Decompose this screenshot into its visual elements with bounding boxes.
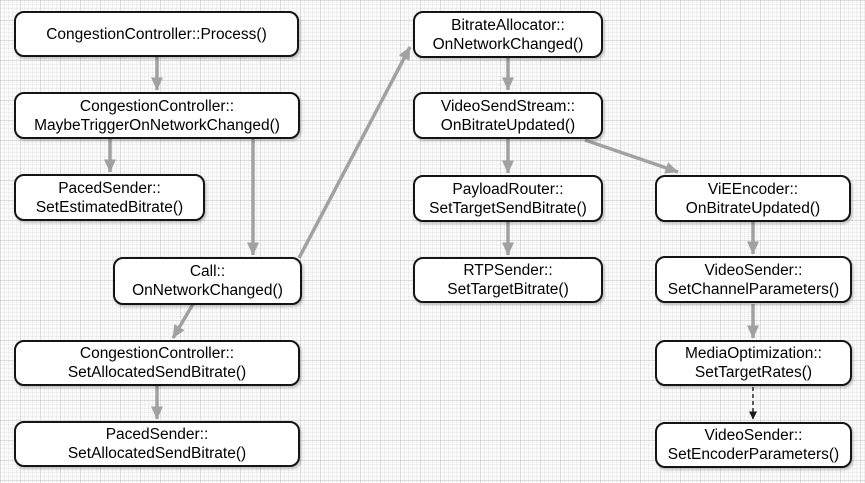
node-vie-encoder-on-bitrate-updated: ViEEncoder:: OnBitrateUpdated() (655, 175, 851, 222)
node-bitrate-allocator-on-network-changed: BitrateAllocator:: OnNetworkChanged() (413, 11, 603, 58)
node-video-sender-set-channel-parameters: VideoSender:: SetChannelParameters() (655, 256, 852, 303)
node-label: RTPSender:: SetTargetBitrate() (447, 262, 569, 298)
node-label: Call:: OnNetworkChanged() (132, 263, 283, 299)
node-video-send-stream-on-bitrate-updated: VideoSendStream:: OnBitrateUpdated() (413, 92, 603, 139)
node-label: PacedSender:: SetAllocatedSendBitrate() (67, 426, 247, 462)
node-label: CongestionController::Process() (46, 25, 267, 43)
edge-call-to-set-allocated-send-bitrate (171, 303, 195, 339)
node-label: PacedSender:: SetEstimatedBitrate() (35, 179, 184, 216)
node-label: PayloadRouter:: SetTargetSendBitrate() (429, 180, 587, 217)
node-label: VideoSendStream:: OnBitrateUpdated() (440, 97, 576, 134)
node-label: VideoSender:: SetChannelParameters() (667, 261, 840, 298)
node-media-optimization-set-target-rates: MediaOptimization:: SetTargetRates() (655, 340, 852, 386)
edge-call-to-bitrate-allocator (297, 46, 412, 259)
node-payload-router-set-target-send-bitrate: PayloadRouter:: SetTargetSendBitrate() (413, 175, 603, 222)
node-paced-sender-set-estimated-bitrate: PacedSender:: SetEstimatedBitrate() (14, 174, 205, 221)
node-label: VideoSender:: SetEncoderParameters() (667, 427, 840, 463)
node-label: BitrateAllocator:: OnNetworkChanged() (432, 16, 584, 53)
node-label: CongestionController:: SetAllocatedSendB… (67, 345, 247, 381)
node-paced-sender-set-allocated-bitrate: PacedSender:: SetAllocatedSendBitrate() (14, 421, 300, 467)
node-label: CongestionController:: MaybeTriggerOnNet… (34, 97, 280, 134)
edge-video-send-stream-to-vie-encoder (584, 138, 679, 174)
node-call-on-network-changed: Call:: OnNetworkChanged() (113, 257, 302, 305)
node-congestion-set-allocated-bitrate: CongestionController:: SetAllocatedSendB… (14, 340, 300, 386)
node-congestion-controller-process: CongestionController::Process() (14, 11, 299, 57)
node-label: ViEEncoder:: OnBitrateUpdated() (685, 180, 821, 217)
node-rtp-sender-set-target-bitrate: RTPSender:: SetTargetBitrate() (413, 257, 603, 303)
node-maybe-trigger-on-network-changed: CongestionController:: MaybeTriggerOnNet… (14, 92, 300, 139)
node-video-sender-set-encoder-parameters: VideoSender:: SetEncoderParameters() (655, 422, 852, 468)
node-label: MediaOptimization:: SetTargetRates() (685, 345, 822, 381)
